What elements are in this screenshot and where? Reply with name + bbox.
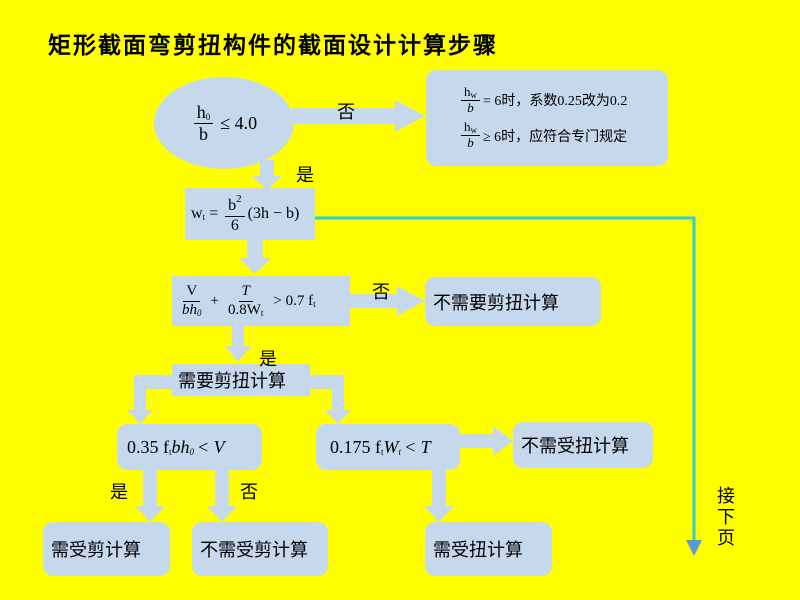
- d2-t2-num: T: [238, 283, 253, 302]
- box-no-torsion: 不需受扭计算: [513, 422, 653, 468]
- d1-den: b: [199, 123, 209, 144]
- wt-den: 6: [230, 216, 239, 234]
- d2-t1-den-sub: 0: [197, 307, 202, 318]
- arrow-d4-no: [460, 426, 513, 456]
- continue-next-page-label: 接 下 页: [715, 486, 737, 549]
- page-title: 矩形截面弯剪扭构件的截面设计计算步骤: [48, 33, 498, 59]
- arrow-d1-yes: [252, 160, 282, 190]
- wt-tail: (3h − b): [247, 205, 300, 222]
- continue-arrowhead: [686, 540, 702, 556]
- note2-num-sub: w: [470, 125, 478, 135]
- continue-char-3: 页: [717, 528, 735, 549]
- note1-num: h: [464, 83, 471, 99]
- d4-relation: < T: [404, 436, 431, 457]
- d4-mid-sub: t: [398, 446, 402, 457]
- note1-num-sub: w: [470, 89, 478, 100]
- d4-coef: 0.175 f: [330, 436, 381, 457]
- wt-eq: =: [209, 205, 219, 222]
- d1-relation: ≤ 4.0: [220, 112, 258, 133]
- note1-text: = 6时，系数0.25改为0.2: [483, 94, 628, 110]
- box-shear-calc: 需受剪计算: [43, 522, 170, 576]
- arrow-d1-no: [292, 100, 425, 132]
- d3-mid-sub: 0: [189, 446, 195, 457]
- continue-char-2: 下: [717, 507, 735, 528]
- d2-t2-den: 0.8W: [227, 301, 261, 318]
- box-torsion-calc-label: 需受扭计算: [433, 540, 523, 561]
- arrow-d2-no: [350, 286, 425, 316]
- box-no-shear: 不需受剪计算: [192, 522, 328, 576]
- label-d1-no: 否: [337, 102, 355, 123]
- d2-relation: > 0.7 f: [273, 292, 314, 309]
- continue-char-1: 接: [717, 486, 735, 507]
- arrow-d3-no: [207, 470, 237, 522]
- note-box: hw b = 6时，系数0.25改为0.2 hw b ≥ 6时，应符合专门规定: [426, 70, 668, 166]
- note2-num: h: [464, 119, 471, 134]
- d3-coef-sub: t: [169, 446, 172, 457]
- label-d3-yes: 是: [110, 482, 128, 503]
- d1-num: h: [196, 101, 206, 122]
- label-d3-no: 否: [240, 482, 258, 503]
- arrow-d2-yes: [225, 326, 251, 362]
- decision-torsion-check: 0.175 ft Wt < T: [316, 424, 460, 470]
- label-d2-yes: 是: [259, 349, 277, 370]
- note-line-2: hw b ≥ 6时，应符合专门规定: [458, 119, 628, 151]
- decision-shear-check: 0.35 ft bh0 < V: [117, 424, 262, 470]
- wt-lhs: w: [191, 205, 203, 222]
- box-torsion-calc: 需受扭计算: [425, 522, 552, 576]
- note1-den: b: [467, 100, 474, 116]
- box-no-shear-label: 不需受剪计算: [200, 540, 308, 561]
- note2-den: b: [467, 135, 474, 151]
- box-shear-calc-label: 需受剪计算: [51, 540, 141, 561]
- wt-num-sup: 2: [236, 193, 242, 206]
- d3-coef: 0.35 f: [127, 436, 169, 457]
- label-d1-yes: 是: [296, 165, 314, 186]
- decision-hw-ratio: h0 b ≤ 4.0: [154, 77, 294, 169]
- d2-plus: +: [210, 292, 219, 309]
- arrow-need-right: [310, 375, 351, 424]
- continue-line: [314, 216, 696, 542]
- arrow-d3-yes: [135, 470, 165, 522]
- wt-lhs-sub: t: [202, 212, 206, 222]
- arrow-d4-yes: [424, 470, 454, 522]
- label-d2-no: 否: [372, 282, 390, 303]
- note2-text: ≥ 6时，应符合专门规定: [483, 129, 628, 145]
- box-no-shear-torsion: 不需要剪扭计算: [425, 277, 601, 326]
- d1-num-sub: 0: [205, 111, 211, 122]
- box-no-shear-torsion-label: 不需要剪扭计算: [433, 292, 559, 314]
- box-no-torsion-label: 不需受扭计算: [521, 436, 629, 457]
- d4-coef-sub: t: [381, 446, 384, 457]
- arrow-need-left: [127, 375, 172, 424]
- d4-mid: W: [383, 436, 399, 457]
- d3-relation: < V: [197, 436, 225, 457]
- d2-relation-sub: t: [313, 298, 316, 309]
- box-need-shear-torsion: 需要剪扭计算: [172, 364, 310, 396]
- box-need-shear-torsion-label: 需要剪扭计算: [178, 371, 286, 392]
- d2-t2-den-sub: t: [260, 307, 264, 318]
- wt-formula-box: wt = b2 6 (3h − b): [185, 188, 315, 240]
- wt-num: b: [228, 197, 237, 215]
- decision-shear-torsion-limit: V bh0 + T 0.8Wt > 0.7 ft: [172, 276, 350, 326]
- d2-t1-num: V: [183, 283, 201, 302]
- note-line-1: hw b = 6时，系数0.25改为0.2: [458, 83, 628, 116]
- d2-t1-den: bh: [182, 301, 197, 318]
- arrow-wt-down: [239, 240, 271, 274]
- d3-mid: bh: [171, 436, 190, 457]
